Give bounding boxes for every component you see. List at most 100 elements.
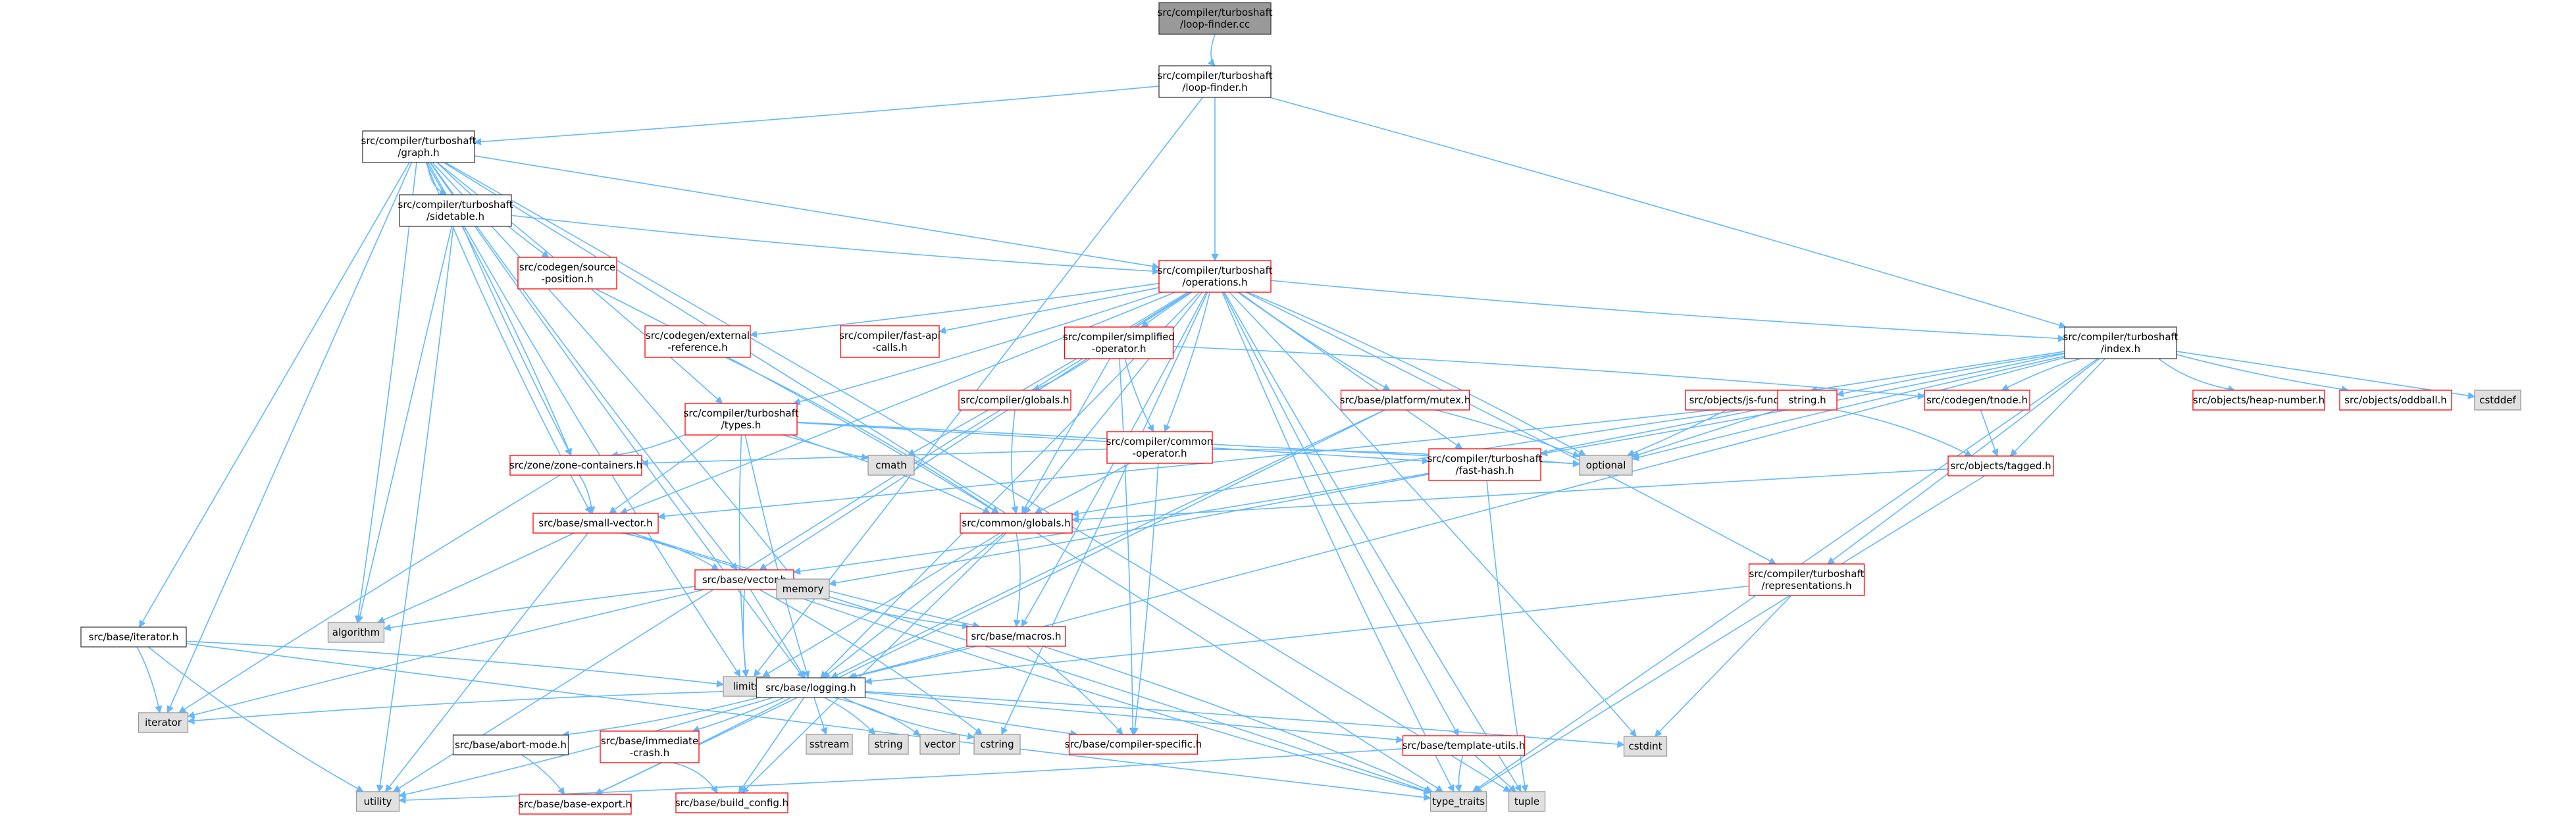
edge-operations_h-to-external_reference_h: [749, 282, 1160, 338]
node-heap-number-h[interactable]: src/objects/heap-number.h: [2192, 390, 2325, 411]
edge-loop_finder_cc-to-loop_finder_h: [1207, 34, 1216, 66]
node-box: [1158, 65, 1272, 98]
node-index-h[interactable]: src/compiler/turboshaft/index.h: [2063, 326, 2178, 359]
node-logging-h[interactable]: src/base/logging.h: [756, 677, 866, 698]
node-sstream[interactable]: sstream: [806, 734, 853, 755]
node-box: [756, 677, 866, 698]
node-label: src/base/logging.h: [765, 682, 856, 694]
node-utility[interactable]: utility: [355, 791, 400, 812]
edge-template_utils_h-to-type_traits: [1455, 755, 1464, 793]
edge-index_h-to-js_function_h: [1809, 351, 2065, 394]
edge-external_reference_h-to-common_globals_h: [725, 357, 1000, 514]
edge-sidetable_h-to-utility: [376, 226, 454, 793]
node-box: [1777, 390, 1838, 411]
node-label: cstring: [980, 738, 1014, 750]
edge-logging_h-to-utility: [398, 697, 774, 798]
edge-graph_h-to-logging_h: [429, 162, 804, 678]
node-representations-h[interactable]: src/compiler/turboshaft/representations.…: [1748, 563, 1865, 596]
node-oddball-h[interactable]: src/objects/oddball.h: [2339, 390, 2452, 411]
edge-mutex_h-to-base_export_h: [594, 409, 1385, 795]
node-label: iterator: [145, 717, 182, 728]
node-label: sstream: [810, 738, 849, 750]
node-label: src/codegen/source: [519, 261, 615, 273]
edge-string_h-to-memory: [828, 405, 1778, 587]
node-operations-h[interactable]: src/compiler/turboshaft/operations.h: [1158, 260, 1273, 293]
node-memory[interactable]: memory: [776, 578, 830, 599]
node-box: [919, 734, 960, 755]
node-label: src/base/base-export.h: [519, 798, 632, 810]
node-string[interactable]: string: [868, 734, 909, 755]
node-label: src/base/compiler-specific.h: [1065, 738, 1202, 750]
node-external-reference-h[interactable]: src/codegen/external-reference.h: [644, 325, 751, 358]
edge-string_h-to-small_vector_h: [657, 402, 1778, 520]
edge-vector_h-to-algorithm: [383, 586, 696, 632]
node-label: src/base/iterator.h: [89, 631, 179, 643]
node-graph-h[interactable]: src/compiler/turboshaft/graph.h: [361, 130, 477, 163]
edge-logging_h-to-abort_mode_h: [561, 697, 760, 738]
edge-macros_h-to-type_traits: [1042, 646, 1433, 793]
node-cstddef[interactable]: cstddef: [2474, 390, 2521, 411]
node-cmath[interactable]: cmath: [867, 455, 915, 476]
node-common-operator-h[interactable]: src/compiler/common-operator.h: [1106, 431, 1214, 464]
edge-index_h-to-oddball_h: [2176, 353, 2350, 393]
node-label: src/base/immediate: [601, 735, 698, 747]
node-common-globals-h[interactable]: src/common/globals.h: [960, 513, 1073, 534]
edge-compiler_globals_h-to-common_globals_h: [1011, 409, 1019, 515]
node-zone-containers-h[interactable]: src/zone/zone-containers.h: [509, 455, 642, 476]
node-types-h[interactable]: src/compiler/turboshaft/types.h: [684, 403, 799, 436]
node-source-position-h[interactable]: src/codegen/source-position.h: [517, 257, 617, 290]
edge-operations_h-to-representations_h: [1245, 292, 1777, 565]
node-string-h[interactable]: string.h: [1777, 390, 1838, 411]
node-cstdint[interactable]: cstdint: [1623, 736, 1668, 757]
node-sidetable-h[interactable]: src/compiler/turboshaft/sidetable.h: [398, 194, 513, 227]
node-iterator[interactable]: iterator: [138, 712, 189, 733]
node-label: -operator.h: [1132, 447, 1187, 459]
node-label: src/compiler/turboshaft: [2063, 331, 2178, 343]
node-fast-hash-h[interactable]: src/compiler/turboshaft/fast-hash.h: [1428, 448, 1543, 481]
node-mutex-h[interactable]: src/base/platform/mutex.h: [1340, 390, 1471, 411]
node-label: /fast-hash.h: [1456, 465, 1514, 476]
edge-small_vector_h-to-vector_h: [621, 532, 719, 571]
node-small-vector-h[interactable]: src/base/small-vector.h: [532, 513, 659, 534]
node-abort-mode-h[interactable]: src/base/abort-mode.h: [452, 734, 569, 755]
node-box: [600, 730, 700, 763]
node-compiler-globals-h[interactable]: src/compiler/globals.h: [958, 390, 1071, 411]
node-iterator-h[interactable]: src/base/iterator.h: [80, 626, 187, 648]
node-tuple[interactable]: tuple: [1508, 791, 1546, 812]
edge-vector_h-to-logging_h: [750, 589, 806, 678]
node-compiler-specific-h[interactable]: src/base/compiler-specific.h: [1065, 734, 1202, 755]
node-vector[interactable]: vector: [919, 734, 960, 755]
node-label: src/compiler/fast-api: [839, 330, 940, 342]
node-algorithm[interactable]: algorithm: [327, 622, 385, 643]
node-box: [399, 194, 512, 227]
edge-operations_h-to-utility: [392, 292, 1191, 792]
node-label: src/compiler/turboshaft: [398, 199, 513, 211]
edge-zone_containers_h-to-iterator: [178, 474, 561, 713]
node-cstring[interactable]: cstring: [973, 734, 1021, 755]
node-tnode-h[interactable]: src/codegen/tnode.h: [1924, 390, 2030, 411]
node-simplified-operator-h[interactable]: src/compiler/simplified-operator.h: [1063, 326, 1175, 359]
node-box: [138, 712, 189, 733]
node-type-traits[interactable]: type_traits: [1430, 791, 1487, 812]
node-tagged-h[interactable]: src/objects/tagged.h: [1947, 455, 2054, 476]
node-build-config-h[interactable]: src/base/build_config.h: [675, 792, 788, 813]
node-box: [1430, 791, 1487, 812]
node-optional[interactable]: optional: [1579, 455, 1633, 476]
node-loop-finder-cc[interactable]: src/compiler/turboshaft/loop-finder.cc: [1158, 2, 1273, 35]
node-fast-api-calls-h[interactable]: src/compiler/fast-api-calls.h: [839, 325, 940, 358]
edge-common_globals_h-to-build_config_h: [741, 532, 1007, 794]
node-label: /representations.h: [1761, 580, 1851, 592]
node-box: [532, 513, 659, 534]
node-macros-h[interactable]: src/base/macros.h: [966, 626, 1066, 647]
edge-logging_h-to-compiler_specific_h: [865, 696, 1078, 738]
edge-types_h-to-limits: [738, 434, 750, 678]
edge-macros_h-to-compiler_specific_h: [1026, 646, 1123, 735]
node-immediate-crash-h[interactable]: src/base/immediate-crash.h: [600, 730, 700, 763]
node-label: vector: [924, 738, 956, 750]
node-label: src/common/globals.h: [962, 517, 1070, 529]
node-template-utils-h[interactable]: src/base/template-utils.h: [1403, 735, 1526, 756]
node-loop-finder-h[interactable]: src/compiler/turboshaft/loop-finder.h: [1158, 65, 1273, 98]
edge-operations_h-to-optional: [1247, 292, 1586, 456]
node-base-export-h[interactable]: src/base/base-export.h: [519, 794, 632, 815]
node-box: [1158, 260, 1272, 293]
